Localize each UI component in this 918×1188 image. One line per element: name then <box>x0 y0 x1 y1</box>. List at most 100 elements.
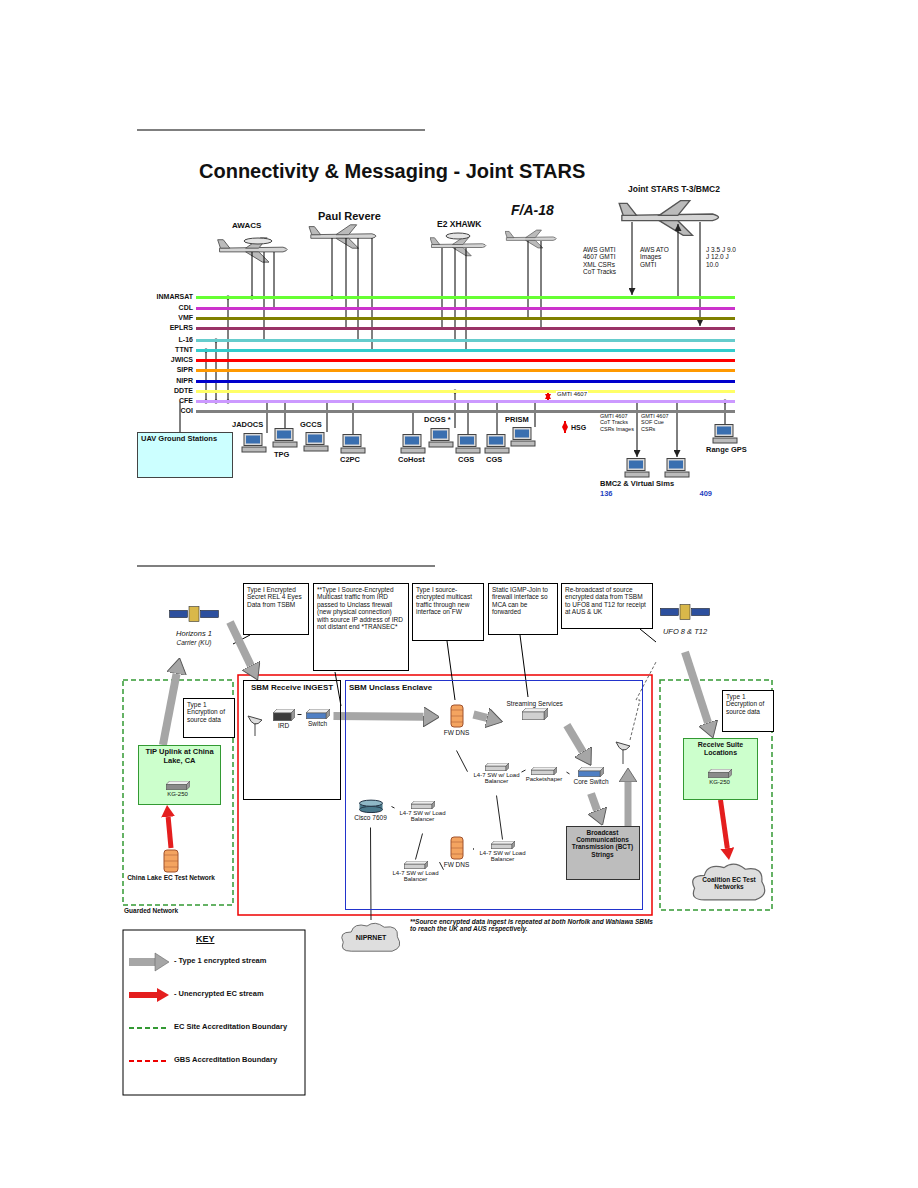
network-name: L-16 <box>100 336 193 344</box>
device-icon <box>411 801 435 809</box>
hsg-symbol <box>548 393 565 433</box>
callout-tail <box>447 641 455 700</box>
network-line <box>196 359 735 362</box>
region-box: SBM Unclass EnclaveFW DNSStreaming Servi… <box>345 680 643 910</box>
network-name: NIPR <box>100 377 193 385</box>
region-box: Broadcast Communications Transmission (B… <box>566 826 640 880</box>
device-icon <box>186 781 190 790</box>
message-label: AWS GMTI 4607 GMTI XML CSRs CoT Tracks <box>583 246 625 276</box>
device-node: KG-250 <box>700 768 740 790</box>
hsg-symbol <box>564 421 566 433</box>
device-icon <box>451 721 463 722</box>
message-label: GMTI 4607 CoT Tracks CSRs Images <box>600 413 634 432</box>
network-line <box>196 317 735 320</box>
device-icon <box>451 853 463 854</box>
callout-box: Re-broadcast of source encrypted data fr… <box>561 583 653 629</box>
device-icon <box>451 705 463 727</box>
device-icon <box>708 772 728 777</box>
node-label: Packetshaper <box>526 776 563 783</box>
antenna <box>616 742 630 750</box>
callout-text: Type 1 Decryption of source data <box>726 693 770 715</box>
device-node: UFO 8 & T12 <box>650 596 720 652</box>
device-icon <box>708 769 732 773</box>
device-icon <box>163 849 179 873</box>
antenna <box>255 723 256 736</box>
station-label: JADOCS <box>232 421 263 430</box>
network-line <box>196 410 735 413</box>
station-label: Joint STARS T-3/BMC2 <box>628 185 720 195</box>
callout-box: Static IGMP-Join to firewall interface s… <box>488 583 558 635</box>
callout-text: **Type I Source-Encrypted Multicast traf… <box>317 586 405 631</box>
network-name: CFE <box>100 397 193 405</box>
aircraft-picture <box>619 201 718 236</box>
accreditation-boundary <box>660 680 772 910</box>
link-line <box>457 751 468 772</box>
device-icon <box>660 597 710 627</box>
device-node: Core Switch <box>570 766 613 794</box>
device-icon <box>431 801 434 809</box>
device-icon <box>554 767 557 775</box>
callout-box: Type 1 Decryption of source data <box>722 690 774 732</box>
device-icon <box>544 708 548 720</box>
key-sample <box>127 1018 171 1038</box>
network-line <box>196 349 735 352</box>
network-drop <box>541 241 542 329</box>
node-label: TIP Uplink at China Lake, CA <box>142 748 217 765</box>
device-icon <box>450 704 464 728</box>
network-drop <box>252 252 253 298</box>
station-label: TPG <box>274 451 289 460</box>
node-label: Broadcast Communications Transmission (B… <box>570 829 636 859</box>
uplink-beam <box>630 662 656 740</box>
node-label: TPG <box>274 451 289 460</box>
key-sample <box>129 1027 169 1029</box>
device-icon <box>661 608 679 615</box>
network-cloud: NIPRNET <box>338 920 404 956</box>
device-icon <box>451 837 463 859</box>
key-sample <box>129 1060 169 1062</box>
device-icon <box>505 763 508 771</box>
network-drop <box>678 224 679 296</box>
network-name: COI <box>100 407 193 415</box>
device-node: KG-250 <box>158 780 198 802</box>
node-label: KG-250 <box>167 791 188 798</box>
network-drop <box>353 402 354 435</box>
node-label: Paul Revere <box>318 210 381 223</box>
device-icon <box>728 769 732 778</box>
node-label: FW DNS <box>444 729 470 736</box>
device-icon <box>164 850 178 872</box>
network-line <box>196 307 735 310</box>
aircraft-picture <box>505 230 556 248</box>
device-node: L4-7 SW w/ Load Balancer <box>474 840 532 874</box>
network-drop <box>285 402 286 429</box>
node-label: UFO 8 & T12 <box>663 628 707 637</box>
device-icon <box>451 847 463 848</box>
stream-arrow <box>163 674 177 745</box>
device-node: Switch <box>302 708 334 736</box>
region-box: SBM Receive INGESTIRDSwitch <box>243 680 341 800</box>
region-box: UAV Ground Stations <box>137 432 233 478</box>
node-label: NIPRNET <box>356 934 387 942</box>
accreditation-boundary <box>123 680 233 905</box>
computer-icon <box>273 429 297 448</box>
node-label: DCGS * <box>424 416 451 425</box>
device-icon <box>291 709 295 721</box>
callout-text: Type I source-encrypted multicast traffi… <box>416 586 480 616</box>
computer-icon <box>401 435 425 454</box>
region-box: TIP Uplink at China Lake, CA KG-250 <box>138 745 221 805</box>
key-box <box>123 930 305 1095</box>
station-label: AWACS <box>232 221 261 230</box>
message-label: J 3.5 J 9.0 J 12.0 J 10.0 <box>706 246 736 268</box>
device-icon <box>522 712 544 720</box>
device-icon <box>450 836 464 860</box>
device-icon <box>485 763 509 771</box>
computer-icon <box>146 425 737 478</box>
node-label: Receive Suite Locations <box>687 741 754 757</box>
stream-arrow <box>168 817 171 848</box>
device-icon <box>708 769 732 778</box>
cloud-shape <box>693 864 765 900</box>
broadcast-arrow <box>625 782 632 826</box>
device-node: Streaming Services <box>503 700 567 732</box>
network-drop <box>497 402 498 435</box>
device-icon <box>273 709 295 721</box>
